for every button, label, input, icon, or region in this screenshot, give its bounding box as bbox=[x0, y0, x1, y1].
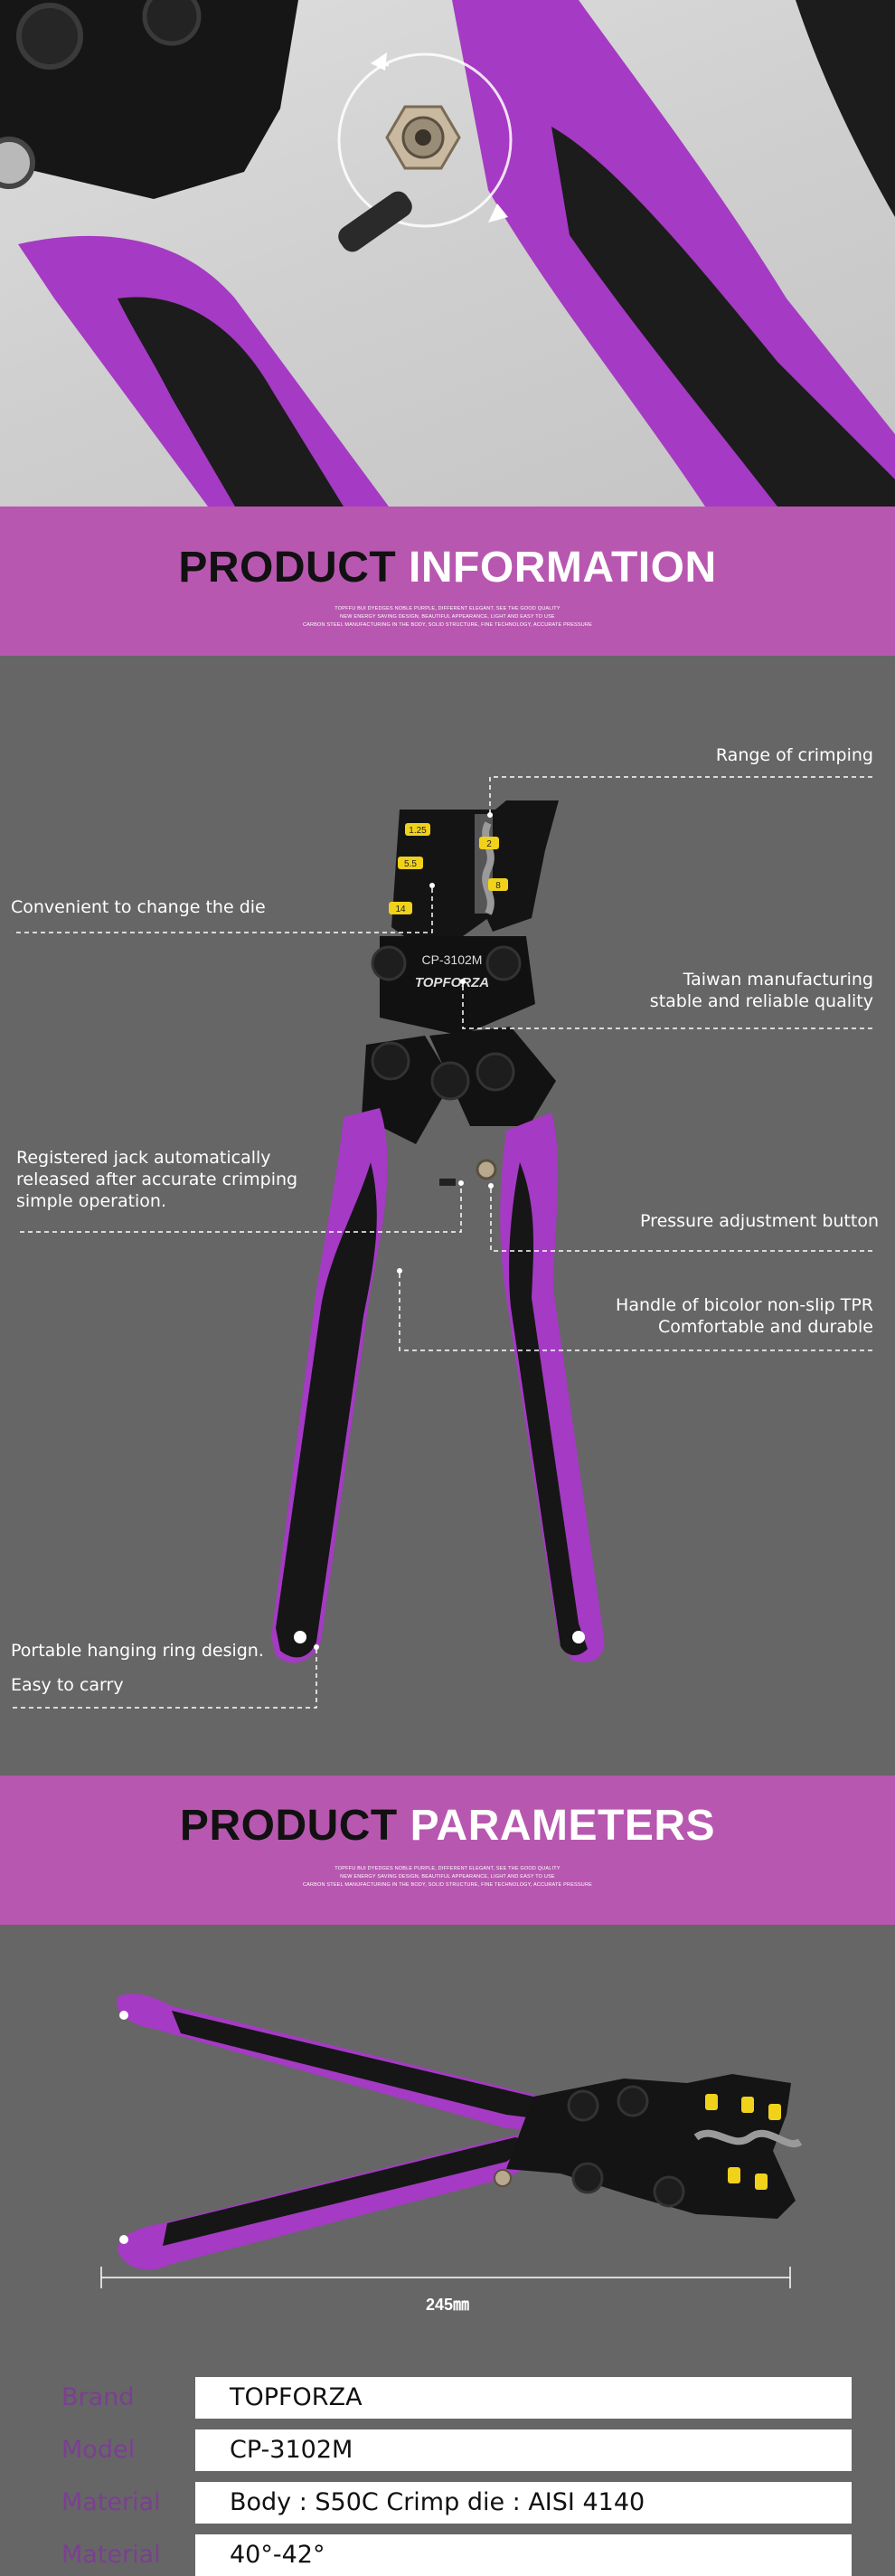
banner-subtitle: TOPFFU BUI DYEDGES NOBLE PURPLE, DIFFERE… bbox=[0, 1865, 895, 1889]
callout-change-die: Convenient to change the die bbox=[11, 897, 266, 917]
spec-table: Brand TOPFORZA Model CP-3102M Material B… bbox=[0, 2377, 895, 2576]
die-label: 8 bbox=[495, 881, 501, 891]
spec-key: Model bbox=[61, 2436, 136, 2464]
die-label: 5.5 bbox=[404, 859, 417, 869]
spec-key: Material bbox=[61, 2488, 161, 2516]
banner-subtitle-line: CARBON STEEL MANUFACTURING IN THE BODY, … bbox=[302, 622, 593, 628]
spec-value: 40°-42° bbox=[195, 2534, 852, 2576]
banner-title-word-1: PRODUCT bbox=[179, 1802, 398, 1850]
die-label: 2 bbox=[486, 839, 492, 849]
callout-hanging-ring: Portable hanging ring design. Easy to ca… bbox=[11, 1641, 264, 1695]
callout-registered-jack: Registered jack automatically released a… bbox=[16, 1148, 298, 1211]
callout-pressure-adjustment: Pressure adjustment button bbox=[640, 1211, 879, 1231]
banner-subtitle: TOPFFU BUI DYEDGES NOBLE PURPLE, DIFFERE… bbox=[0, 605, 895, 630]
banner-subtitle-line: CARBON STEEL MANUFACTURING IN THE BODY, … bbox=[302, 1882, 593, 1888]
banner-subtitle-line: TOPFFU BUI DYEDGES NOBLE PURPLE, DIFFERE… bbox=[334, 606, 561, 611]
banner-title-word-1: PRODUCT bbox=[178, 544, 397, 592]
crimper-horizontal-illustration bbox=[100, 1994, 803, 2288]
banner-subtitle-line: NEW ENERGY SAVING DESIGN, BEAUTIFUL APPE… bbox=[340, 614, 555, 620]
banner-title: PRODUCT INFORMATION bbox=[0, 543, 895, 592]
product-parameters-banner: PRODUCT PARAMETERS TOPFFU BUI DYEDGES NO… bbox=[0, 1776, 895, 1925]
banner-title-word-2: INFORMATION bbox=[409, 544, 717, 592]
spec-key: Brand bbox=[61, 2383, 135, 2411]
crimper-illustration: 1.25 5.5 14 2 8 CP-3102M TOPFORZA bbox=[13, 776, 872, 1709]
product-information-diagram: 1.25 5.5 14 2 8 CP-3102M TOPFORZA bbox=[0, 656, 895, 1776]
callout-bicolor-handle: Handle of bicolor non-slip TPR Comfortab… bbox=[616, 1295, 873, 1337]
spec-row: Material 40°-42° bbox=[40, 2534, 852, 2576]
callout-range-of-crimping: Range of crimping bbox=[715, 745, 873, 765]
model-engraving: CP-3102M bbox=[422, 952, 483, 967]
product-parameters-photo: 245㎜ bbox=[0, 1925, 895, 2377]
spec-value: Body : S50C Crimp die : AISI 4140 bbox=[195, 2482, 852, 2524]
length-dimension-label: 245㎜ bbox=[425, 2296, 470, 2314]
banner-subtitle-line: NEW ENERGY SAVING DESIGN, BEAUTIFUL APPE… bbox=[340, 1874, 555, 1880]
banner-subtitle-line: TOPFFU BUI DYEDGES NOBLE PURPLE, DIFFERE… bbox=[334, 1866, 561, 1871]
brand-engraving: TOPFORZA bbox=[415, 975, 489, 990]
die-label: 14 bbox=[395, 904, 406, 914]
hero-product-photo bbox=[0, 0, 895, 507]
spec-value: TOPFORZA bbox=[195, 2377, 852, 2419]
spec-value: CP-3102M bbox=[195, 2429, 852, 2471]
product-information-banner: PRODUCT INFORMATION TOPFFU BUI DYEDGES N… bbox=[0, 507, 895, 656]
banner-title-word-2: PARAMETERS bbox=[410, 1802, 716, 1850]
hero-illustration bbox=[0, 0, 895, 507]
callout-taiwan-manufacturing: Taiwan manufacturing stable and reliable… bbox=[649, 970, 873, 1011]
spec-row: Brand TOPFORZA bbox=[40, 2377, 852, 2419]
spec-key: Material bbox=[61, 2541, 161, 2569]
spec-row: Model CP-3102M bbox=[40, 2429, 852, 2471]
die-label: 1.25 bbox=[409, 826, 427, 836]
spec-row: Material Body : S50C Crimp die : AISI 41… bbox=[40, 2482, 852, 2524]
banner-title: PRODUCT PARAMETERS bbox=[0, 1801, 895, 1851]
